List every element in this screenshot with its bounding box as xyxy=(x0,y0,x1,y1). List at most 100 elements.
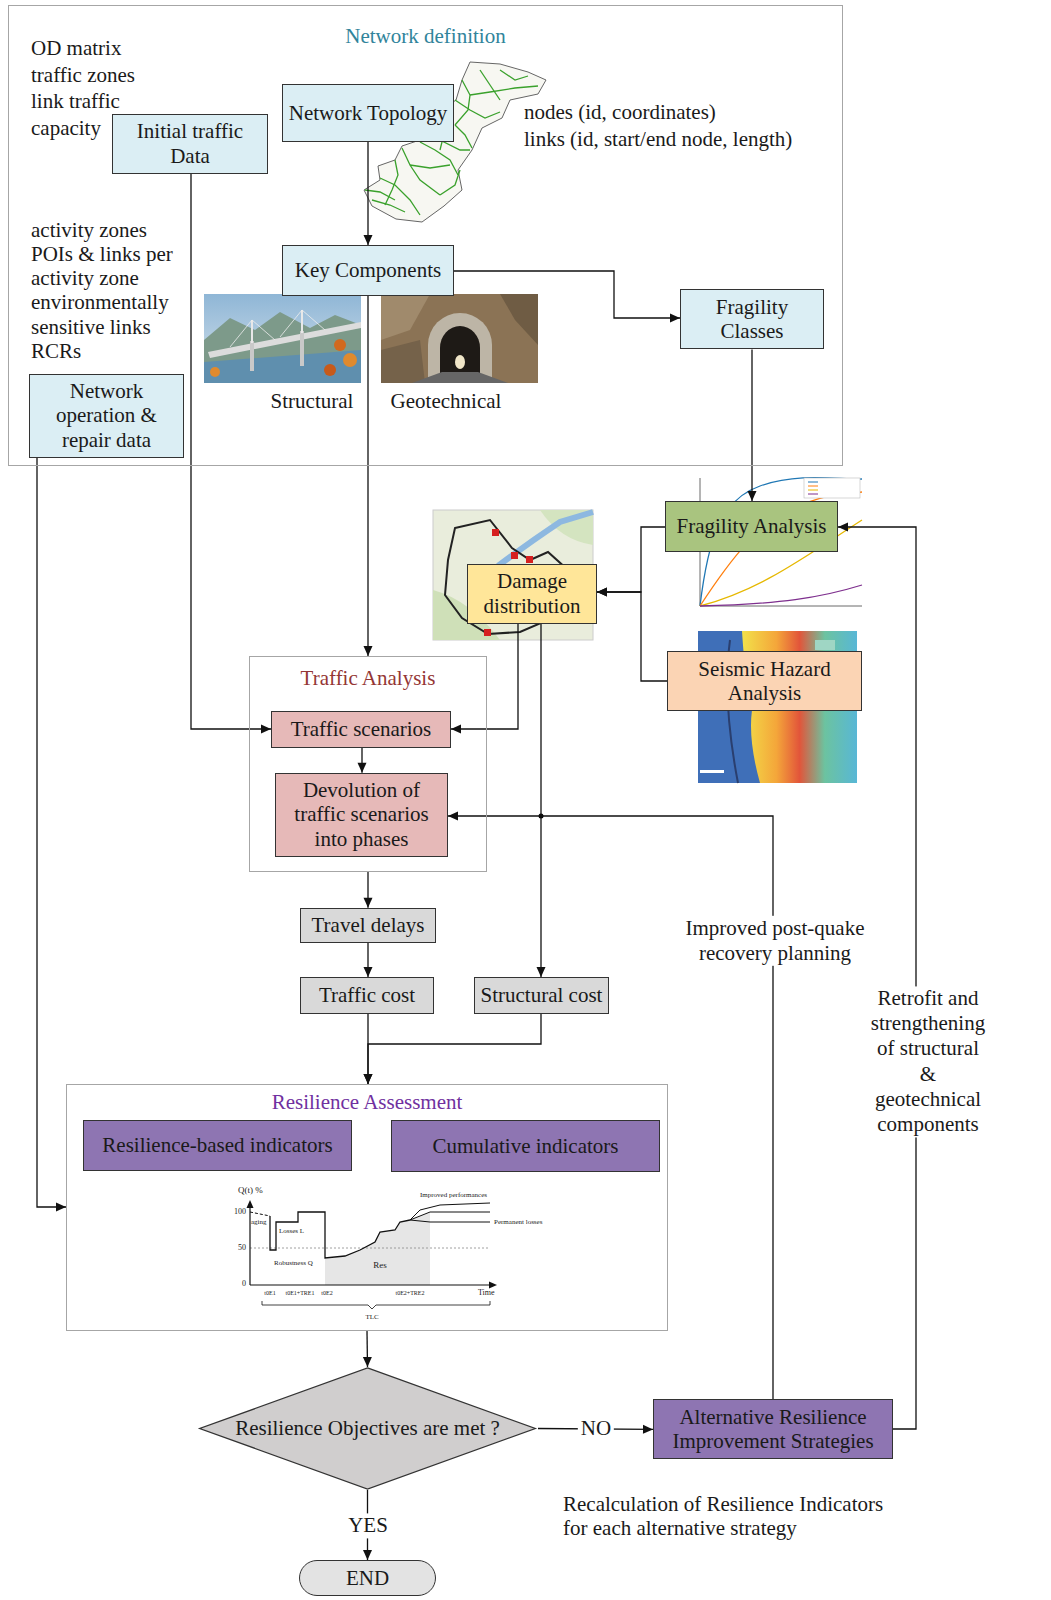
node-text: Resilience-based indicators xyxy=(102,1133,332,1158)
arrow-head xyxy=(643,1425,653,1434)
node-text: Traffic scenarios xyxy=(291,717,432,742)
arrow-head xyxy=(838,523,848,532)
indicator-box: Resilience-based indicators xyxy=(83,1120,352,1171)
resilience-curve-chart-part xyxy=(250,1248,490,1249)
bridge-photo-part xyxy=(300,331,304,366)
fragility-curves-chart-part xyxy=(808,486,818,487)
bridge-photo-part xyxy=(210,367,220,377)
node-text: Network operation & repair data xyxy=(35,379,178,453)
node-text: Structural cost xyxy=(481,983,603,1008)
data-box: Initial traffic Data xyxy=(112,114,268,174)
arrow-head xyxy=(363,1357,372,1367)
node-text: Key Components xyxy=(295,258,441,283)
node-text: Damage distribution xyxy=(473,569,591,618)
end-terminator: END xyxy=(299,1560,436,1596)
chart-label: 100 xyxy=(234,1207,246,1216)
output-box: Structural cost xyxy=(474,977,609,1014)
connector-line xyxy=(451,624,518,729)
tunnel-photo-part xyxy=(381,340,425,383)
chart-label: TLC xyxy=(365,1313,378,1321)
connector-label: Improved post-quake recovery planning xyxy=(672,916,878,966)
chart-label: Robustness Q xyxy=(274,1259,313,1267)
chart-label: Permanent losses xyxy=(494,1218,542,1226)
chart-label: 50 xyxy=(238,1243,246,1252)
road-lines-part xyxy=(372,200,405,212)
damage-map-part xyxy=(511,552,518,559)
connector xyxy=(191,174,271,734)
road-lines-part xyxy=(402,148,440,195)
arrow-head xyxy=(364,646,373,656)
arrow-head xyxy=(748,491,757,501)
arrow-head xyxy=(358,763,367,773)
arrow-head xyxy=(261,725,271,734)
bridge-photo-part xyxy=(324,364,336,376)
fragility-curves-chart-part xyxy=(700,585,862,606)
diamond-shape xyxy=(200,1368,536,1489)
resilience-curve-chart-part xyxy=(250,1212,270,1216)
road-lines-part xyxy=(440,170,460,195)
process-box: Fragility Analysis xyxy=(665,501,838,552)
chart-label: t0E1+TRE1 xyxy=(285,1290,314,1297)
annotation-label: capacity xyxy=(31,116,101,140)
resilience-curve-chart-part xyxy=(262,1301,490,1309)
node-text: Travel delays xyxy=(312,913,425,938)
connector xyxy=(597,588,667,682)
connector-label: NO xyxy=(578,1416,614,1441)
resilience-curve-chart-part xyxy=(325,1212,430,1285)
connector xyxy=(748,349,757,501)
road-lines-part xyxy=(410,165,450,168)
bridge-photo-part xyxy=(251,320,253,343)
annotation-label: POIs & links per activity zone xyxy=(31,242,191,290)
arrow-head xyxy=(670,314,680,323)
process-box: Network Topology xyxy=(282,84,454,142)
tunnel-photo xyxy=(381,294,538,383)
connector-line xyxy=(597,527,665,592)
chart-label: 0 xyxy=(242,1279,246,1288)
output-box: Traffic cost xyxy=(300,977,434,1014)
connector-label: Retrofit and strengthening of structural… xyxy=(867,986,990,1137)
indicator-box: Cumulative indicators xyxy=(391,1120,660,1172)
chart-label: t0E2 xyxy=(321,1290,332,1297)
arrow-head xyxy=(597,588,607,597)
resilience-curve-chart-part xyxy=(410,1220,490,1222)
resilience-curve-chart xyxy=(247,1200,498,1309)
chart-label: aging xyxy=(251,1218,267,1226)
connector xyxy=(451,624,518,734)
fragility-curves-chart-part xyxy=(808,482,818,483)
arrow-head xyxy=(537,967,546,977)
node-text: Initial traffic Data xyxy=(118,119,262,168)
damage-map-part xyxy=(484,629,491,636)
connector xyxy=(364,1014,542,1084)
node-text: Network Topology xyxy=(289,101,448,126)
annotation-label: traffic zones xyxy=(31,63,135,87)
decision-diamond: Resilience Objectives are met ? xyxy=(197,1367,538,1490)
damage-map-part xyxy=(498,512,593,566)
panel-title: Network definition xyxy=(9,24,842,49)
fragility-curves-chart-part xyxy=(804,478,860,498)
bridge-photo-part xyxy=(280,310,302,337)
process-box: Fragility Classes xyxy=(680,289,824,349)
annotation-label: environmentally sensitive links xyxy=(31,290,191,338)
resilience-curve-chart-part xyxy=(410,1212,490,1220)
connector-line xyxy=(540,624,541,977)
node-text: Fragility Classes xyxy=(686,295,818,344)
resilience-curve-chart-part xyxy=(247,1200,254,1208)
process-box: Seismic Hazard Analysis xyxy=(667,651,862,711)
arrow-head xyxy=(364,235,373,245)
chart-label: t0E2+TRE2 xyxy=(395,1290,424,1297)
road-lines-part xyxy=(455,80,470,125)
connector-line xyxy=(597,592,667,681)
data-box: Network operation & repair data xyxy=(29,374,184,458)
connector xyxy=(358,748,367,773)
bridge-photo-part xyxy=(204,350,361,383)
connector-label: YES xyxy=(345,1513,391,1538)
connector xyxy=(364,296,373,656)
chart-label: t0E1 xyxy=(264,1290,275,1297)
node-text: Traffic cost xyxy=(319,983,415,1008)
bridge-photo-part xyxy=(204,294,361,383)
damage-map-part xyxy=(526,556,533,563)
road-lines-part xyxy=(500,70,528,80)
tunnel-photo-part xyxy=(500,294,538,345)
connector xyxy=(448,812,773,1400)
